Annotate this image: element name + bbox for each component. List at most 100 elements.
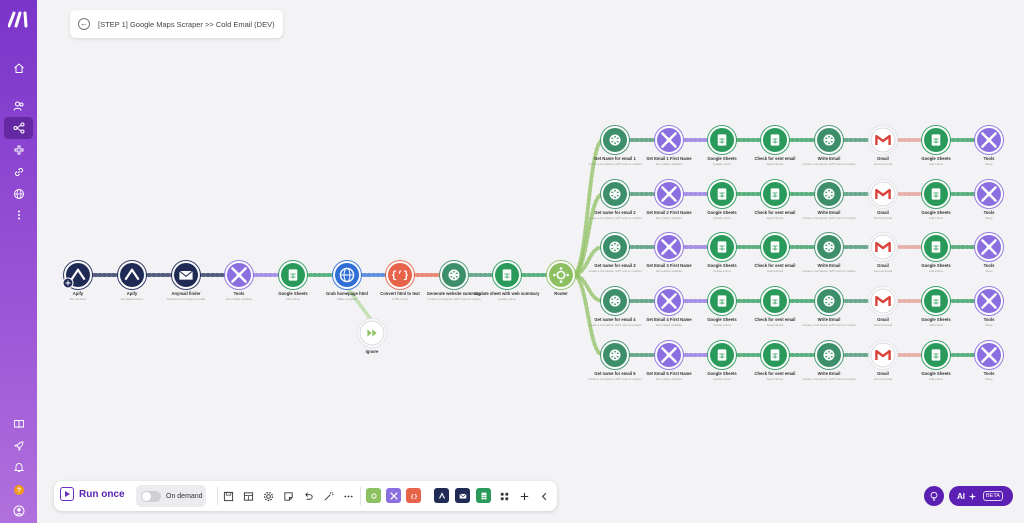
tools-icon[interactable]	[386, 488, 401, 503]
sheets-1-sub: Add a Row	[286, 297, 301, 301]
home-icon[interactable]	[4, 57, 33, 79]
connections-icon[interactable]	[4, 161, 33, 183]
apify-icon[interactable]	[434, 488, 449, 503]
more-horizontal-icon[interactable]	[341, 489, 355, 503]
google-sheets-icon[interactable]	[476, 488, 491, 503]
rocket-icon[interactable]	[4, 435, 33, 457]
json-icon[interactable]: {}	[406, 488, 421, 503]
scenario-io-icon[interactable]	[241, 489, 255, 503]
bell-icon[interactable]	[4, 456, 33, 478]
undo-icon[interactable]	[301, 489, 315, 503]
apify-1-label: Apify	[73, 291, 84, 296]
route-1-step-4-label: Check for sent email	[755, 156, 796, 161]
ignore-module[interactable]: Ignore	[357, 318, 387, 355]
scenario-title[interactable]: [STEP 1] Google Maps Scraper >> Cold Ema…	[98, 19, 275, 29]
schedule-switch[interactable]	[141, 490, 161, 502]
route-1-step-2-label: Set Email 1 First Name	[646, 156, 692, 161]
schedule-toggle[interactable]: On demand	[136, 485, 206, 507]
lightbulb-button[interactable]	[924, 486, 944, 506]
anymail-icon[interactable]	[455, 488, 470, 503]
route-4-step-6-label: Gmail	[877, 317, 889, 322]
ai-assistant-button[interactable]: AI BETA	[949, 486, 1013, 506]
sparkle-icon	[968, 492, 977, 500]
collapse-chevron-left-icon[interactable]	[537, 489, 551, 503]
apps-icon[interactable]	[4, 139, 33, 161]
scenarios-icon[interactable]	[4, 117, 33, 139]
route-2-step-1-sub: Create a Completion (GPT and o1 models)	[588, 216, 641, 220]
trigger-icon[interactable]	[62, 277, 74, 289]
add-icon[interactable]	[517, 489, 531, 503]
more-vertical-icon[interactable]	[4, 204, 33, 226]
toolbar-divider	[360, 487, 361, 505]
flow-control-gear-icon[interactable]	[366, 488, 381, 503]
users-icon[interactable]	[4, 95, 33, 117]
run-once-button[interactable]: Run once	[60, 487, 125, 501]
book-icon[interactable]	[4, 413, 33, 435]
route-2-step-4-sub: Search Rows	[767, 216, 784, 220]
avatar[interactable]	[4, 500, 33, 522]
router[interactable]: Router	[546, 260, 576, 297]
route-4-step-8-sub: Sleep	[985, 323, 993, 327]
route-2-step-3-sub: Update a Row	[713, 216, 732, 220]
magic-wand-icon[interactable]	[321, 489, 335, 503]
grid-apps-icon[interactable]	[497, 489, 511, 503]
make-logo-icon[interactable]	[8, 10, 29, 28]
settings-gear-icon[interactable]	[261, 489, 275, 503]
globe-icon[interactable]	[4, 183, 33, 205]
run-once-label: Run once	[79, 488, 125, 500]
save-icon[interactable]	[221, 489, 235, 503]
back-arrow-icon[interactable]: ←	[78, 18, 90, 30]
help-icon[interactable]: ?	[4, 479, 33, 501]
notes-icon[interactable]	[281, 489, 295, 503]
